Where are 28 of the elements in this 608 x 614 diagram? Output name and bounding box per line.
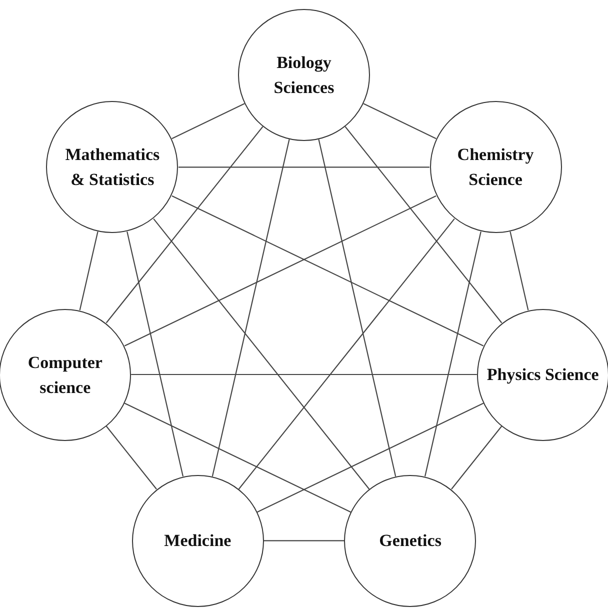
connector-line [126, 231, 184, 477]
node-label: Biology Sciences [272, 52, 336, 99]
connector-line [424, 231, 482, 477]
node-label: Medicine [164, 530, 232, 552]
node-label: Physics Science [486, 364, 599, 386]
connector-line [131, 374, 477, 376]
node-label: Computer science [26, 352, 104, 399]
connector-line [363, 103, 436, 140]
connector-line [124, 402, 352, 513]
connector-line [510, 231, 529, 310]
connector-line [106, 126, 264, 324]
connector-line [178, 166, 430, 168]
connector-line [451, 426, 502, 490]
connector-line [79, 231, 98, 310]
connector-line [256, 402, 484, 513]
connector-line [106, 426, 157, 490]
connector-line [264, 540, 344, 542]
connector-line [124, 195, 436, 346]
connector-line [172, 103, 245, 140]
connector-line [318, 139, 396, 477]
node-label: Mathematics & Statistics [64, 144, 161, 192]
connector-line [344, 126, 502, 324]
connector-line [172, 195, 484, 346]
connector-line [153, 218, 370, 490]
connector-line [212, 139, 290, 477]
node-label: Genetics [379, 530, 442, 552]
node-label: Chemistry Science [456, 144, 535, 192]
connector-line [238, 218, 455, 490]
